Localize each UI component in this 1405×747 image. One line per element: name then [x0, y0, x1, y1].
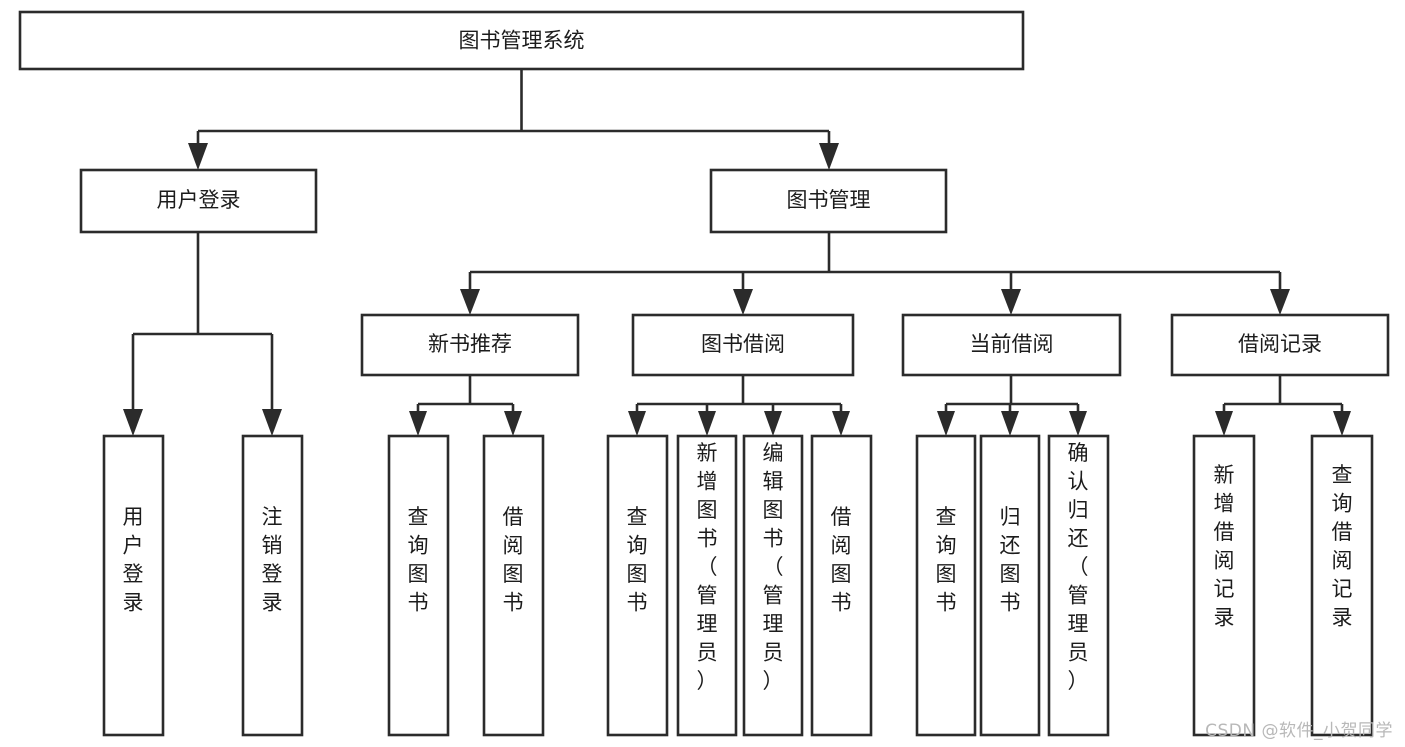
arrow-root-to-user-login-icon: [188, 143, 208, 170]
node-leaf-return-book-box[interactable]: [979, 434, 1041, 737]
node-root-box[interactable]: [18, 10, 1025, 71]
arrow-book-borrow-leaf-2-icon: [698, 411, 716, 436]
arrow-new-book-leaf-2-icon: [504, 411, 522, 436]
node-leaf-add-record-box[interactable]: [1192, 434, 1256, 737]
arrow-book-mgmt-borrow-record-icon: [1270, 289, 1290, 315]
arrow-borrow-record-leaf-2-icon: [1333, 411, 1351, 436]
node-borrow-record-box[interactable]: [1170, 313, 1390, 377]
arrow-book-mgmt-current-borrow-icon: [1001, 289, 1021, 315]
arrow-new-book-leaf-1-icon: [409, 411, 427, 436]
node-current-borrow-box[interactable]: [901, 313, 1122, 377]
node-leaf-edit-book-label: 编辑图书（管理员）: [763, 441, 784, 693]
node-leaf-query-book-1-label: 查询图书: [408, 505, 429, 615]
node-user-login-label: 用户登录: [157, 188, 241, 212]
node-borrow-record-label: 借阅记录: [1238, 332, 1322, 356]
node-book-borrow-label: 图书借阅: [701, 332, 785, 356]
node-current-borrow[interactable]: 当前借阅: [901, 313, 1122, 377]
node-leaf-query-record[interactable]: 查询借阅记录: [1310, 434, 1374, 737]
node-book-borrow-box[interactable]: [631, 313, 855, 377]
node-leaf-borrow-book-2-label: 借阅图书: [831, 505, 852, 615]
node-book-mgmt[interactable]: 图书管理: [709, 168, 948, 234]
node-leaf-add-record[interactable]: 新增借阅记录: [1192, 434, 1256, 737]
node-root[interactable]: 图书管理系统: [18, 10, 1025, 71]
node-book-borrow[interactable]: 图书借阅: [631, 313, 855, 377]
arrow-book-borrow-leaf-3-icon: [764, 411, 782, 436]
node-leaf-edit-book-box[interactable]: [742, 434, 804, 737]
node-new-book-rec-label: 新书推荐: [428, 332, 512, 356]
connector-group-new-book-rec: [409, 375, 522, 436]
node-leaf-borrow-book-1-box[interactable]: [482, 434, 545, 737]
node-leaf-add-book[interactable]: 新增图书（管理员）: [676, 434, 738, 737]
connector-group-borrow-record: [1215, 375, 1351, 436]
node-leaf-query-book-3[interactable]: 查询图书: [915, 434, 977, 737]
node-leaf-query-record-label: 查询借阅记录: [1332, 463, 1353, 630]
arrow-book-mgmt-book-borrow-icon: [733, 289, 753, 315]
connector-group-current-borrow: [937, 375, 1087, 436]
node-leaf-query-book-2[interactable]: 查询图书: [606, 434, 669, 737]
node-leaf-confirm-return[interactable]: 确认归还（管理员）: [1047, 434, 1110, 737]
node-leaf-return-book[interactable]: 归还图书: [979, 434, 1041, 737]
node-leaf-query-book-1[interactable]: 查询图书: [387, 434, 450, 737]
node-leaf-query-book-3-box[interactable]: [915, 434, 977, 737]
node-leaf-user-login[interactable]: 用户登录: [102, 434, 165, 737]
node-borrow-record[interactable]: 借阅记录: [1170, 313, 1390, 377]
node-user-login[interactable]: 用户登录: [79, 168, 318, 234]
node-leaf-query-book-3-label: 查询图书: [936, 505, 957, 615]
node-leaf-borrow-book-1-label: 借阅图书: [503, 505, 524, 615]
node-leaf-confirm-return-label: 确认归还（管理员）: [1068, 441, 1089, 693]
connector-group-root: [188, 69, 839, 170]
node-leaf-user-login-label: 用户登录: [123, 505, 144, 615]
arrow-current-borrow-leaf-1-icon: [937, 411, 955, 436]
node-new-book-rec-box[interactable]: [360, 313, 580, 377]
node-book-mgmt-box[interactable]: [709, 168, 948, 234]
node-leaf-edit-book[interactable]: 编辑图书（管理员）: [742, 434, 804, 737]
connector-group-user-login: [123, 232, 282, 436]
node-leaf-add-book-label: 新增图书（管理员）: [697, 441, 718, 693]
arrow-book-borrow-leaf-4-icon: [832, 411, 850, 436]
node-leaf-user-login-box[interactable]: [102, 434, 165, 737]
arrow-user-login-leaf-2-icon: [262, 409, 282, 436]
csdn-watermark: CSDN @软件_小贺同学: [1205, 721, 1393, 741]
node-leaf-query-book-2-label: 查询图书: [627, 505, 648, 615]
node-current-borrow-label: 当前借阅: [970, 332, 1054, 356]
node-leaf-borrow-book-2-box[interactable]: [810, 434, 873, 737]
connector-group-book-mgmt: [460, 232, 1290, 315]
node-root-label: 图书管理系统: [459, 29, 585, 53]
arrow-current-borrow-leaf-3-icon: [1069, 411, 1087, 436]
node-leaf-logout[interactable]: 注销登录: [241, 434, 304, 737]
node-leaf-logout-label: 注销登录: [262, 505, 283, 615]
node-leaf-borrow-book-2[interactable]: 借阅图书: [810, 434, 873, 737]
node-leaf-add-book-box[interactable]: [676, 434, 738, 737]
node-book-mgmt-label: 图书管理: [787, 188, 871, 212]
arrow-borrow-record-leaf-1-icon: [1215, 411, 1233, 436]
node-leaf-logout-box[interactable]: [241, 434, 304, 737]
node-leaf-query-book-1-box[interactable]: [387, 434, 450, 737]
node-leaf-return-book-label: 归还图书: [1000, 505, 1021, 615]
arrow-root-to-book-mgmt-icon: [819, 143, 839, 170]
node-user-login-box[interactable]: [79, 168, 318, 234]
node-leaf-query-record-box[interactable]: [1310, 434, 1374, 737]
arrow-user-login-leaf-1-icon: [123, 409, 143, 436]
arrow-book-borrow-leaf-1-icon: [628, 411, 646, 436]
arrow-current-borrow-leaf-2-icon: [1001, 411, 1019, 436]
node-leaf-confirm-return-box[interactable]: [1047, 434, 1110, 737]
connector-group-book-borrow: [628, 375, 850, 436]
node-leaf-borrow-book-1[interactable]: 借阅图书: [482, 434, 545, 737]
node-new-book-rec[interactable]: 新书推荐: [360, 313, 580, 377]
node-leaf-add-record-label: 新增借阅记录: [1214, 463, 1235, 630]
node-leaf-query-book-2-box[interactable]: [606, 434, 669, 737]
arrow-book-mgmt-new-book-icon: [460, 289, 480, 315]
